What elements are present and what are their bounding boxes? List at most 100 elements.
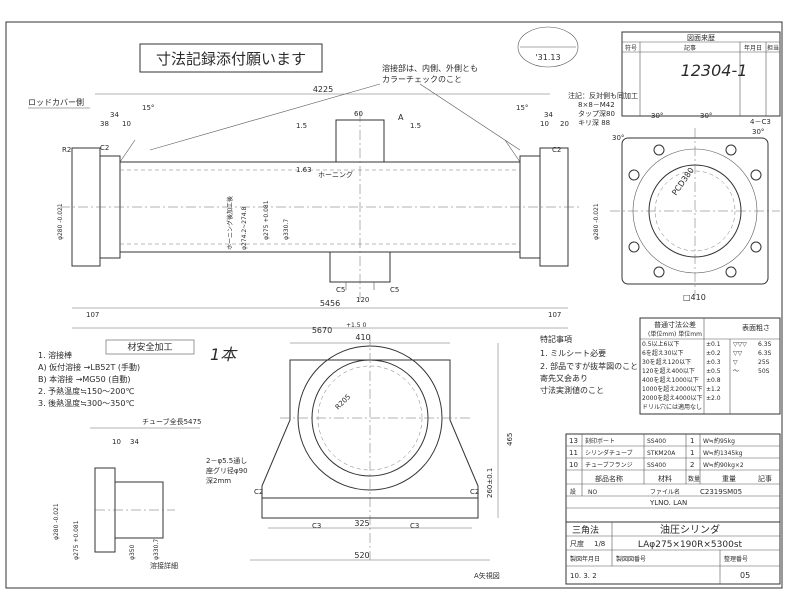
part-name: 刻印ボート (585, 437, 615, 445)
part-material: SS400 (647, 438, 666, 445)
svg-text:1/8: 1/8 (594, 540, 605, 548)
one-piece-mark: 1本 (210, 345, 238, 364)
svg-text:10: 10 (122, 120, 131, 128)
drawing-number: 12304-1 (681, 61, 748, 80)
tolerance-range: 400を超え1000以下 (642, 376, 699, 384)
svg-text:B) 本溶接 →MG50 (自動): B) 本溶接 →MG50 (自動) (38, 374, 130, 384)
finish-symbol: ▽▽▽ (733, 341, 747, 348)
svg-text:深2mm: 深2mm (206, 476, 231, 485)
mount-base (261, 497, 479, 519)
flange-square-dim: □410 (683, 293, 706, 302)
svg-text:寄先又会あり: 寄先又会あり (540, 373, 588, 383)
svg-text:1.5: 1.5 (296, 122, 307, 130)
svg-text:C2: C2 (552, 146, 561, 154)
part-qty: 2 (690, 461, 694, 469)
svg-text:2. 予熱温度≒150～200℃: 2. 予熱温度≒150～200℃ (38, 386, 134, 396)
svg-text:設: 設 (570, 488, 576, 496)
svg-text:2. 部品ですが抜萃図のこと: 2. 部品ですが抜萃図のこと (540, 361, 638, 371)
svg-text:2－φ5.5通し: 2－φ5.5通し (206, 456, 247, 465)
svg-text:120: 120 (356, 296, 369, 304)
part-name: シリンダチューブ (585, 449, 633, 457)
finish-symbol: ▽▽ (733, 350, 743, 357)
svg-text:8×8－M42: 8×8－M42 (578, 101, 615, 109)
svg-text:30°: 30° (752, 128, 764, 136)
rev-col-4: 担当 (767, 44, 779, 52)
svg-text:タップ深80: タップ深80 (578, 109, 615, 118)
weld-notes-title: 材安全加工 (127, 341, 172, 353)
part-weight: W≒約95kg (703, 437, 735, 445)
weld-notes: 材安全加工 1. 溶接棒 A) 仮付溶接 →LB52T (手動) B) 本溶接 … (38, 339, 238, 408)
svg-text:34: 34 (544, 111, 553, 119)
special-notes: 特記事項 1. ミルシート必要 2. 部品ですが抜萃図のこと 寄先又会あり 寸法… (540, 334, 638, 395)
svg-text:R205: R205 (334, 393, 353, 412)
svg-text:C3: C3 (410, 522, 419, 530)
svg-text:410: 410 (355, 333, 370, 342)
pcd-label: PCD380 (670, 166, 696, 197)
finish-symbol: ▽ (733, 359, 738, 366)
tolerance-range: 120を超え400以下 (642, 367, 695, 375)
tolerance-value: ±0.1 (706, 341, 721, 348)
svg-text:注記：反対側も同加工: 注記：反対側も同加工 (568, 91, 638, 100)
svg-text:C2: C2 (470, 488, 479, 496)
svg-text:NO: NO (588, 489, 597, 496)
finish-value: 25S (758, 359, 770, 366)
revision-title: 図面来歴 (687, 34, 715, 42)
svg-text:1. 溶接棒: 1. 溶接棒 (38, 350, 72, 360)
svg-text:38: 38 (100, 120, 109, 128)
part-weight: W≒約1345kg (703, 449, 743, 457)
svg-text:尺度: 尺度 (570, 539, 584, 548)
svg-text:10. 3. 2: 10. 3. 2 (570, 572, 597, 580)
svg-text:製図年月日: 製図年月日 (570, 555, 600, 563)
svg-text:05: 05 (740, 571, 750, 580)
tolerance-range: 30を超え120以下 (642, 358, 691, 366)
svg-text:φ274.2~274.8: φ274.2~274.8 (241, 206, 248, 250)
svg-text:(単位mm) 単位mm: (単位mm) 単位mm (648, 330, 702, 338)
svg-text:60: 60 (354, 110, 363, 118)
weld-detail-label: 溶接詳細 (150, 561, 178, 570)
svg-text:C5: C5 (390, 286, 399, 294)
svg-text:10: 10 (112, 438, 121, 446)
svg-text:材料: 材料 (658, 474, 672, 483)
svg-text:1. ミルシート必要: 1. ミルシート必要 (540, 348, 606, 358)
weld-note-2: カラーチェックのこと (382, 75, 462, 84)
svg-text:30°: 30° (612, 134, 624, 142)
projection-method: 三角法 (572, 524, 599, 536)
svg-text:C2: C2 (100, 144, 109, 152)
tolerance-range: 6を超え30以下 (642, 349, 683, 357)
svg-text:1.5: 1.5 (410, 122, 421, 130)
svg-text:30°: 30° (651, 112, 663, 120)
svg-text:107: 107 (548, 311, 561, 319)
svg-text:φ275 +0.081: φ275 +0.081 (73, 520, 80, 560)
rev-col-3: 年月日 (744, 44, 762, 52)
part-weight: W≒約90kg×2 (703, 461, 744, 469)
svg-text:C3: C3 (312, 522, 321, 530)
part-material: STKM20A (647, 450, 676, 457)
revision-table: 図面来歴 符号 記事 年月日 担当 12304-1 (621, 31, 781, 117)
tolerance-value: ±0.3 (706, 359, 721, 366)
tolerance-value: ±0.5 (706, 368, 721, 375)
special-notes-title: 特記事項 (540, 334, 572, 344)
svg-text:記事: 記事 (758, 474, 772, 483)
svg-text:C2319SM05: C2319SM05 (700, 488, 742, 496)
svg-text:YLNO. LAN: YLNO. LAN (649, 499, 687, 507)
svg-text:φ280 -0.021: φ280 -0.021 (53, 503, 60, 540)
title-block: 三角法 尺度 1/8 油圧シリンダ LAφ275×190R×5300st 製図年… (565, 521, 781, 585)
svg-text:φ275 +0.081: φ275 +0.081 (263, 200, 270, 240)
svg-text:数量: 数量 (688, 475, 700, 483)
svg-text:34: 34 (110, 111, 119, 119)
part-name: 油圧シリンダ (660, 523, 720, 536)
part-spec: LAφ275×190R×5300st (638, 540, 743, 550)
finish-symbol: ～ (733, 368, 739, 375)
part-number: 10 (569, 461, 578, 469)
record-request-text: 寸法記録添付願います (156, 50, 306, 68)
svg-text:260±0.1: 260±0.1 (486, 468, 494, 498)
svg-text:座グリ径φ90: 座グリ径φ90 (206, 466, 248, 475)
svg-text:C2: C2 (254, 488, 263, 496)
tolerance-range: ドリル穴には適用なし (642, 403, 702, 411)
svg-text:325: 325 (354, 519, 369, 528)
svg-text:107: 107 (86, 311, 99, 319)
tolerance-value: ±0.8 (706, 377, 721, 384)
svg-text:φ280 -0.021: φ280 -0.021 (593, 203, 600, 240)
